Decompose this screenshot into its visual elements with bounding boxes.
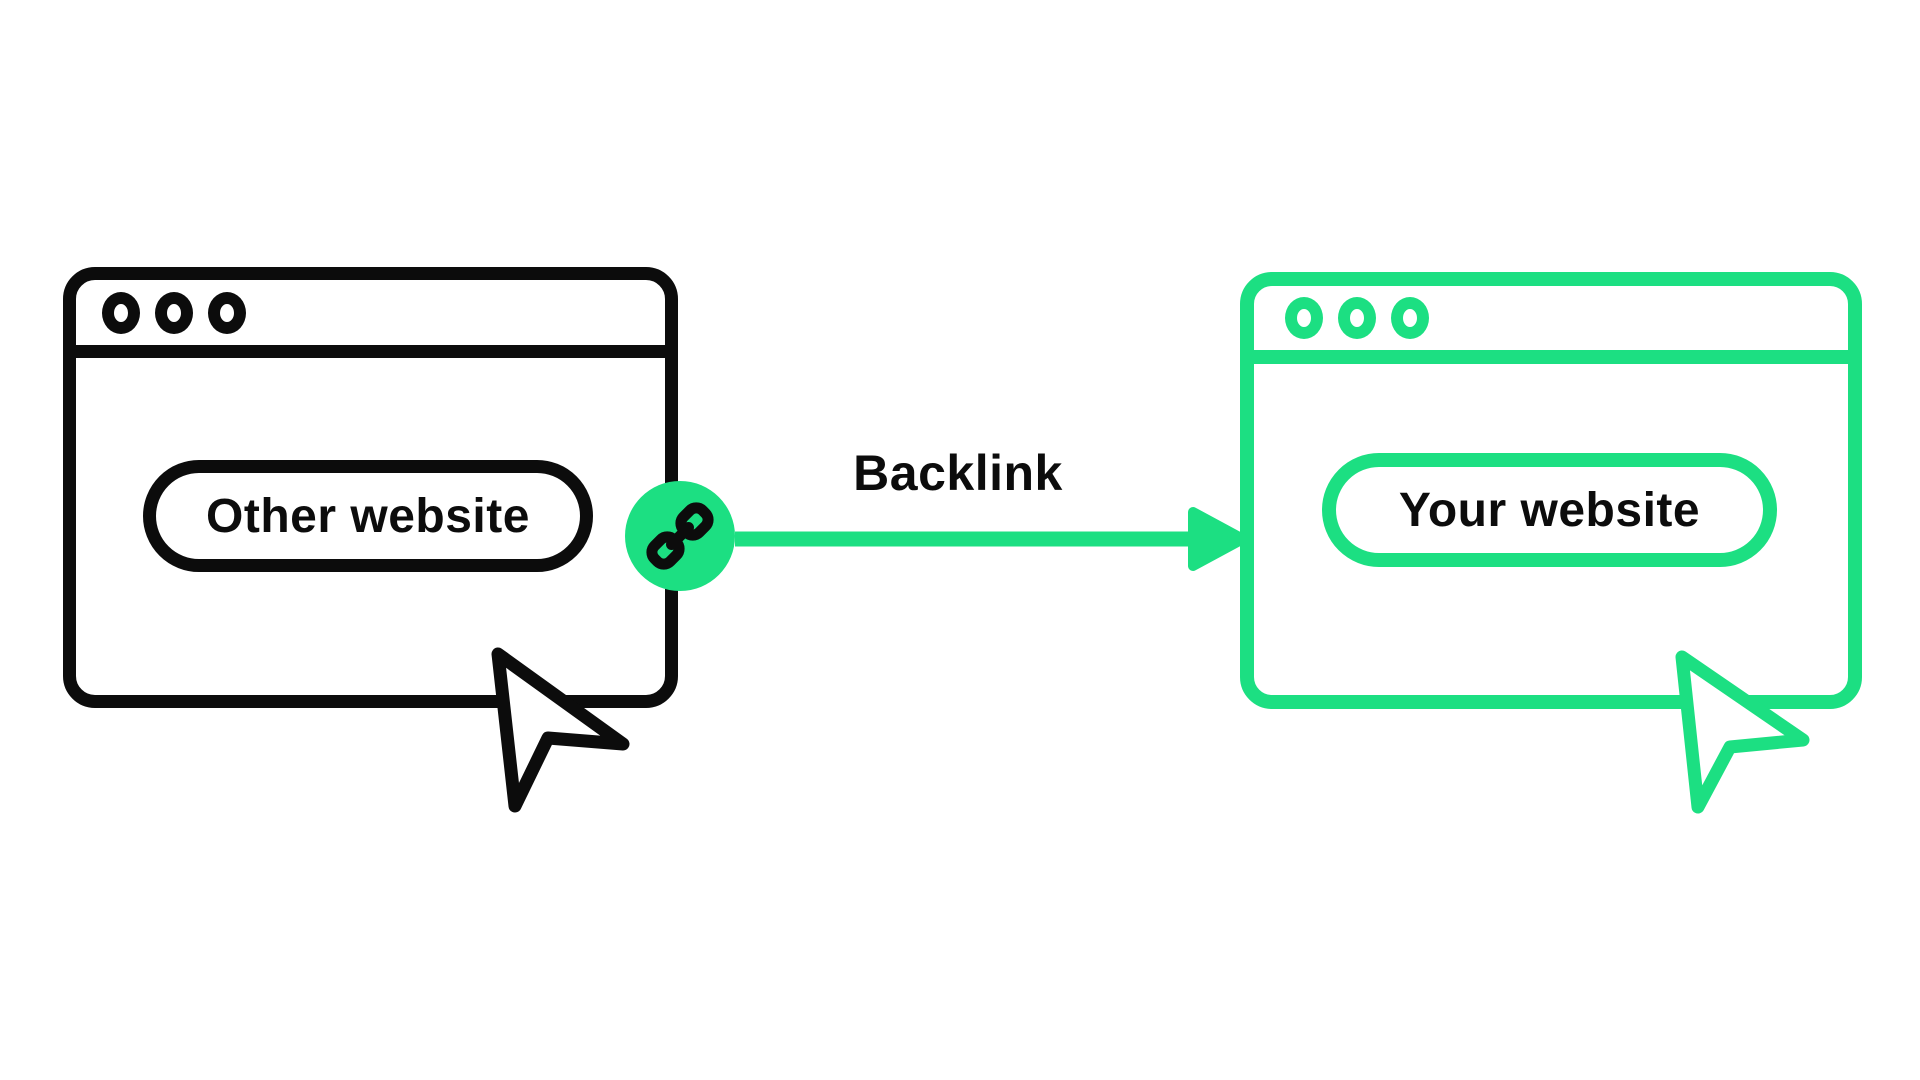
your-website-label: Your website <box>1398 483 1701 537</box>
other-website-pill: Other website <box>143 460 593 572</box>
window-control-dot-icon <box>208 291 246 334</box>
your-website-pill: Your website <box>1322 453 1777 567</box>
link-badge <box>625 481 735 591</box>
your-website-titlebar <box>1254 286 1848 364</box>
window-control-dot-icon <box>1391 297 1429 339</box>
other-website-titlebar <box>76 280 665 358</box>
window-control-dot-icon <box>1285 297 1323 339</box>
window-control-dot-icon <box>102 291 140 334</box>
backlink-label: Backlink <box>853 445 1063 501</box>
window-control-dot-icon <box>1338 297 1376 339</box>
backlink-arrow <box>735 507 1248 571</box>
green-cursor-icon <box>1675 650 1810 814</box>
other-website-label: Other website <box>206 489 530 543</box>
window-control-dot-icon <box>155 291 193 334</box>
black-cursor-icon <box>491 647 630 813</box>
chain-link-icon <box>646 502 714 570</box>
arrow-head <box>1188 507 1248 571</box>
